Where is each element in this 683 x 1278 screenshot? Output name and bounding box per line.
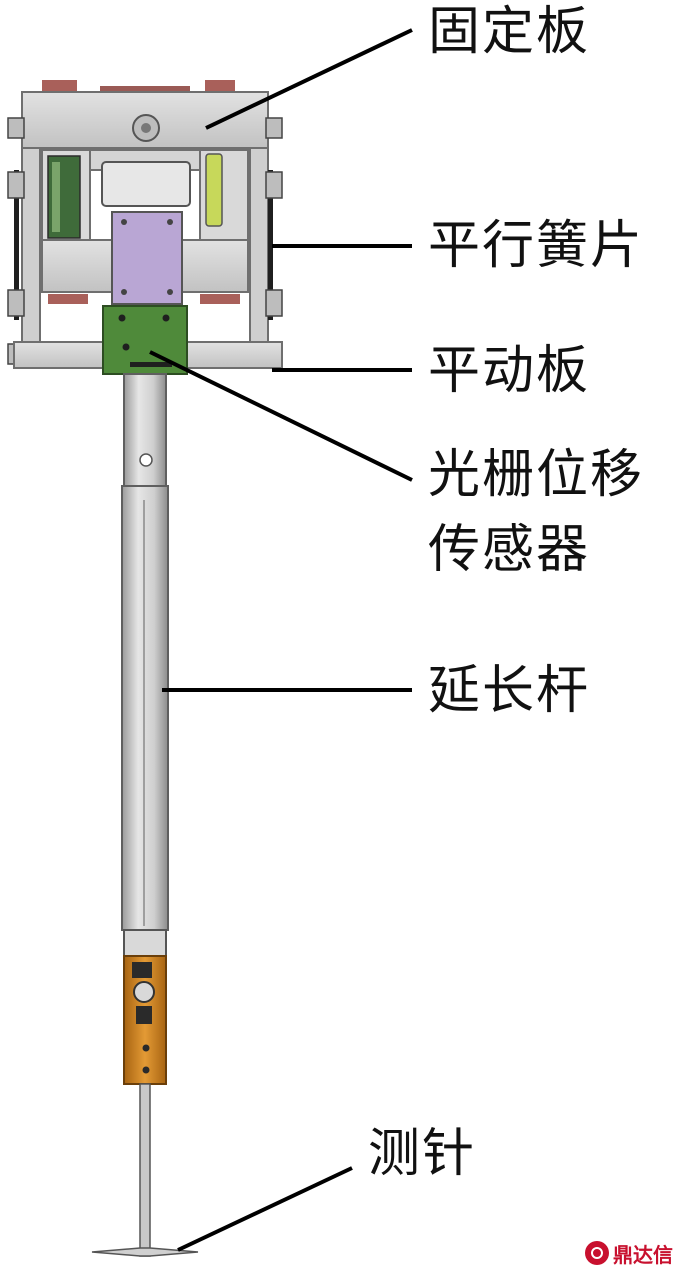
rod-body bbox=[121, 485, 169, 931]
sensor-mount bbox=[111, 211, 183, 305]
parallel-spring-left bbox=[14, 170, 19, 320]
fixed-plate-assembly bbox=[7, 80, 283, 365]
leader-fixed-plate bbox=[205, 28, 413, 130]
mount-screw bbox=[167, 219, 173, 225]
watermark: 鼎达信 bbox=[585, 1239, 673, 1267]
holder-knob bbox=[133, 981, 155, 1003]
watermark-text: 鼎达信 bbox=[613, 1242, 673, 1267]
side-bolts bbox=[7, 117, 283, 365]
sensor-screw bbox=[162, 314, 170, 322]
stylus-tip-bar bbox=[91, 1247, 199, 1257]
rod-coupling bbox=[123, 929, 167, 957]
rod-upper-sleeve bbox=[123, 373, 167, 487]
stylus-shaft bbox=[139, 1083, 151, 1257]
sensor-screw bbox=[118, 314, 126, 322]
lower-clamp-left bbox=[48, 294, 88, 304]
circuit-board-strip bbox=[52, 162, 60, 232]
top-clamp-left bbox=[42, 80, 77, 92]
sensor-screw bbox=[122, 343, 130, 351]
label-extension-rod: 延长杆 bbox=[428, 661, 591, 721]
label-sensor-line2: 传感器 bbox=[428, 520, 591, 580]
label-moving-plate: 平动板 bbox=[428, 341, 591, 401]
probe-holder bbox=[123, 929, 167, 1085]
holder-hole bbox=[142, 1066, 150, 1074]
lower-clamp-right bbox=[200, 294, 240, 304]
leader-lines bbox=[149, 28, 413, 1252]
parallel-spring-right bbox=[268, 170, 273, 320]
mount-screw bbox=[167, 289, 173, 295]
fixed-plate-hole-center bbox=[141, 123, 151, 133]
label-sensor-line1: 光栅位移 bbox=[428, 445, 645, 505]
leader-probe bbox=[177, 1166, 353, 1252]
watermark-logo-icon bbox=[585, 1241, 609, 1265]
rod-pin-hole bbox=[139, 453, 153, 467]
probe-stylus bbox=[91, 1083, 199, 1257]
label-fixed-plate: 固定板 bbox=[428, 2, 591, 62]
holder-slot bbox=[132, 962, 152, 978]
mount-screw bbox=[121, 219, 127, 225]
holder-hole bbox=[142, 1044, 150, 1052]
top-clamp-right bbox=[205, 80, 235, 92]
holder-slot bbox=[136, 1006, 152, 1024]
label-probe: 测针 bbox=[368, 1124, 477, 1184]
inner-slot bbox=[101, 161, 191, 207]
leader-sensor bbox=[149, 350, 413, 482]
sensor-connector bbox=[130, 362, 172, 367]
reading-head bbox=[205, 153, 223, 227]
mount-screw bbox=[121, 289, 127, 295]
extension-rod bbox=[121, 373, 169, 931]
label-parallel-springs: 平行簧片 bbox=[428, 216, 645, 276]
